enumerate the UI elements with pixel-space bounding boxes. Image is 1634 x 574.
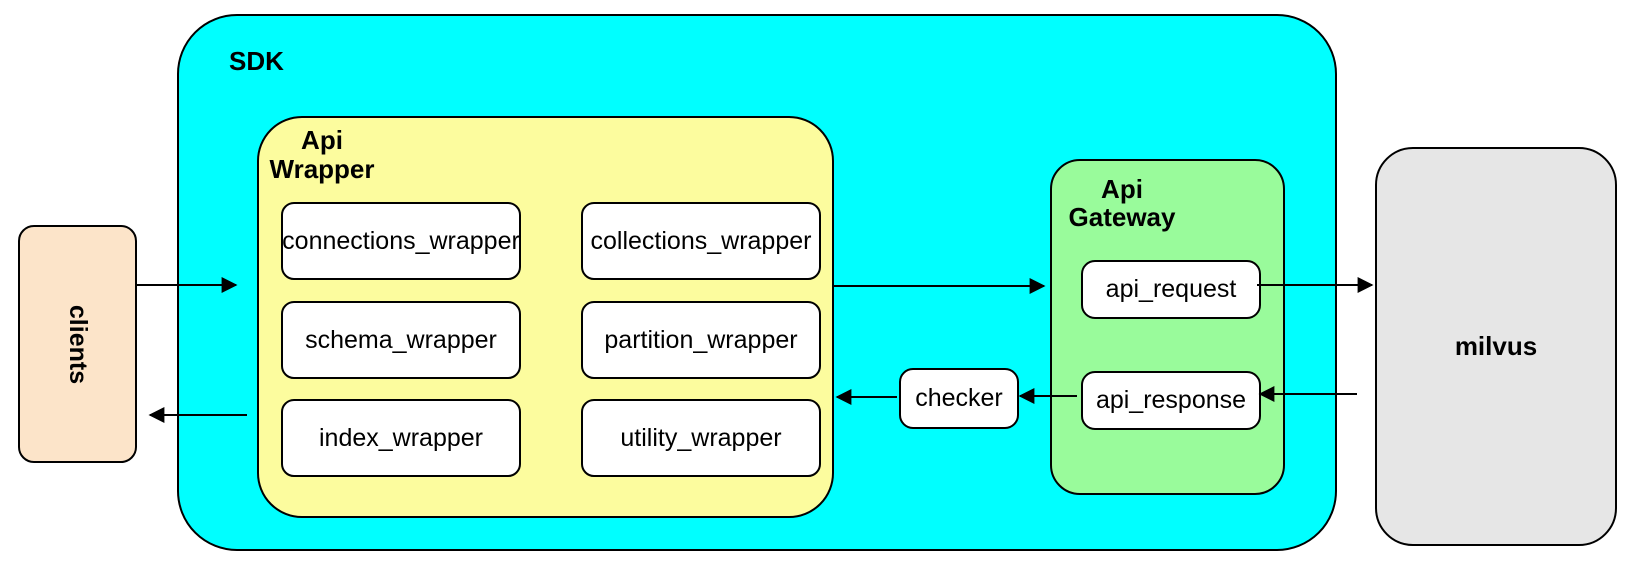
api-wrapper-label-line2: Wrapper: [269, 154, 375, 184]
sdk-container: SDK Api Wrapper connections_wrapper sche…: [177, 14, 1337, 551]
node-milvus: milvus: [1375, 147, 1617, 546]
node-schema-wrapper: schema_wrapper: [281, 301, 521, 379]
node-utility-wrapper: utility_wrapper: [581, 399, 821, 477]
node-connections-wrapper: connections_wrapper: [281, 202, 521, 280]
node-partition-wrapper: partition_wrapper: [581, 301, 821, 379]
node-api-response: api_response: [1081, 371, 1261, 430]
node-checker: checker: [899, 368, 1019, 429]
api-wrapper-label: Api Wrapper: [267, 126, 377, 184]
api-gateway-label-line1: Api: [1101, 174, 1143, 204]
node-index-wrapper: index_wrapper: [281, 399, 521, 477]
api-gateway-label: Api Gateway: [1052, 175, 1192, 231]
api-wrapper-label-line1: Api: [301, 125, 343, 155]
api-gateway-label-line2: Gateway: [1068, 202, 1176, 232]
node-clients: clients: [18, 225, 137, 463]
sdk-label: SDK: [229, 46, 284, 76]
api-gateway-container: Api Gateway api_request api_response: [1050, 159, 1285, 495]
node-api-request: api_request: [1081, 260, 1261, 319]
api-wrapper-container: Api Wrapper connections_wrapper schema_w…: [257, 116, 834, 518]
clients-label: clients: [63, 304, 92, 384]
node-collections-wrapper: collections_wrapper: [581, 202, 821, 280]
